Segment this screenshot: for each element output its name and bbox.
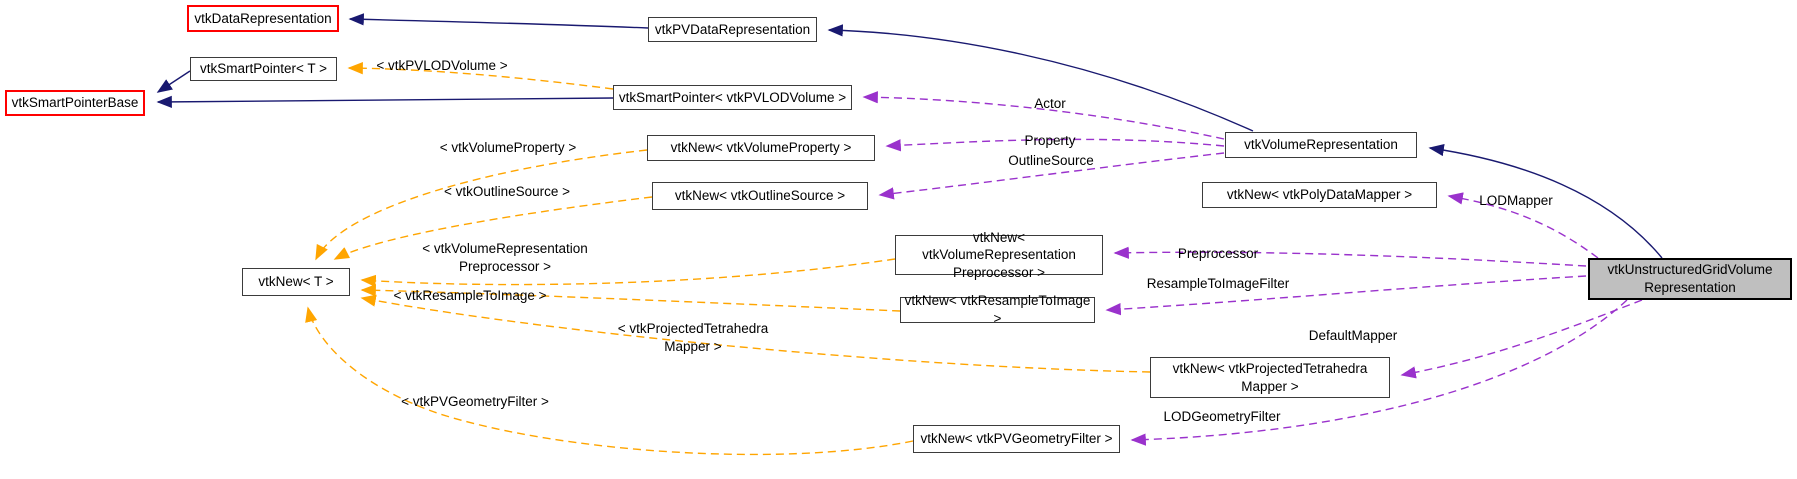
node-vtk-volume-representation[interactable]: vtkVolumeRepresentation: [1225, 132, 1417, 158]
edge-tpl-resampletoimage: [360, 284, 901, 312]
edge-inherit-volrep-to-pvdatarep: [827, 24, 1254, 132]
edge-usage-actor: [862, 91, 1225, 140]
node-vtk-smart-pointer-vtkpvlodvolume[interactable]: vtkSmartPointer< vtkPVLODVolume >: [613, 85, 852, 110]
edge-tpl-pvgeometryfilter: [305, 306, 914, 456]
node-vtk-unstructured-grid-volume-representation: vtkUnstructuredGridVolume Representation: [1588, 258, 1792, 300]
edge-usage-defaultmapper: [1400, 299, 1643, 379]
node-vtk-data-representation[interactable]: vtkDataRepresentation: [187, 5, 339, 32]
edge-usage-outlinesource: [878, 152, 1225, 200]
node-vtk-new-vtkoutlinesource[interactable]: vtkNew< vtkOutlineSource >: [652, 182, 868, 210]
edge-usage-preprocessor: [1113, 246, 1587, 267]
node-vtk-new-vtkpolydatamapper[interactable]: vtkNew< vtkPolyDataMapper >: [1202, 182, 1437, 208]
edge-tpl-outlinesource: [333, 196, 653, 260]
node-vtk-smart-pointer-t[interactable]: vtkSmartPointer< T >: [190, 57, 337, 81]
edge-inherit-smartptr-pvlod-to-base: [156, 95, 614, 109]
node-vtk-pv-data-representation[interactable]: vtkPVDataRepresentation: [648, 17, 817, 42]
node-vtk-new-t[interactable]: vtkNew< T >: [242, 268, 350, 296]
node-vtk-smart-pointer-base[interactable]: vtkSmartPointerBase: [5, 90, 145, 116]
edge-tpl-pvlodvolume: [347, 62, 614, 90]
node-vtk-new-vtkprojectedtetrahedramapper[interactable]: vtkNew< vtkProjectedTetrahedra Mapper >: [1150, 357, 1390, 398]
edge-tpl-volumeproperty: [315, 149, 648, 261]
node-vtk-new-vtkvolumerepresentationpreprocessor[interactable]: vtkNew< vtkVolumeRepresentation Preproce…: [895, 230, 1103, 280]
node-vtk-new-vtkvolumeproperty[interactable]: vtkNew< vtkVolumeProperty >: [647, 135, 875, 161]
edge-usage-resampletoimagefilter: [1105, 275, 1587, 316]
edge-usage-lodmapper: [1447, 192, 1599, 259]
node-vtk-new-vtkresampletoimage[interactable]: vtkNew< vtkResampleToImage >: [900, 293, 1095, 326]
edge-usage-lodgeometryfilter: [1130, 299, 1628, 446]
edge-tpl-volrep-preprocessor: [360, 258, 896, 288]
node-vtk-new-vtkpvgeometryfilter[interactable]: vtkNew< vtkPVGeometryFilter >: [913, 425, 1120, 453]
edge-inherit-smartptr-t-to-base: [156, 70, 191, 93]
edge-tpl-projectedtetrahedra: [360, 294, 1151, 373]
edge-usage-property: [885, 138, 1225, 152]
edge-inherit-pvdatarep-to-datarep: [348, 13, 649, 29]
edge-inherit-unstructgrid-to-volrep: [1428, 143, 1663, 259]
